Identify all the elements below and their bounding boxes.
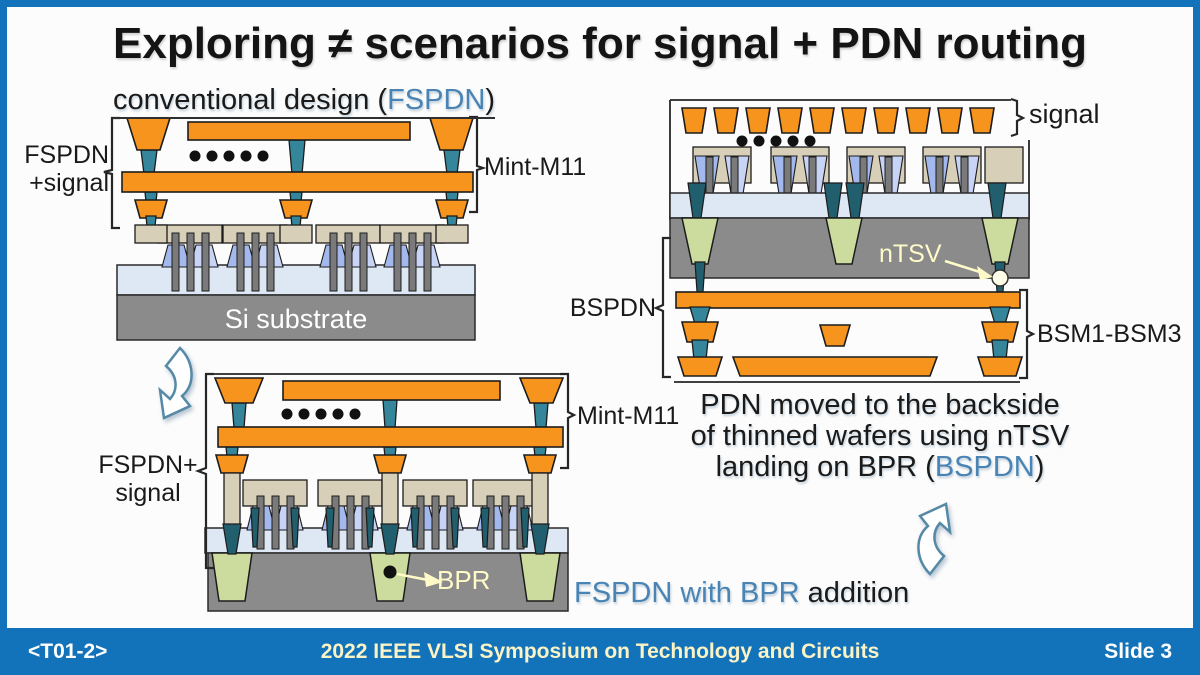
bpr [519, 552, 561, 602]
top-metal-pad [428, 117, 475, 151]
bracket-mint-m11 [469, 115, 487, 214]
diagram-conventional-fspdn [103, 115, 487, 341]
label-fspdn-signal-2: FSPDN+signal [97, 451, 199, 507]
via-stack-to-bpr [372, 446, 408, 555]
bracket-fspdn-signal [194, 372, 214, 570]
curved-arrow-up-icon [917, 502, 952, 576]
caption-line: PDN moved to the backside [700, 389, 1060, 421]
label-mint-m11: Mint-M11 [484, 153, 587, 181]
top-metal-pad [518, 377, 565, 404]
bpr-arrow [396, 572, 429, 582]
page-title: Exploring ≠ scenarios for signal + PDN r… [113, 19, 1087, 68]
curved-arrow-down-icon [158, 346, 193, 420]
si-substrate [116, 294, 476, 341]
via-stack-to-bpr [214, 446, 250, 555]
bracket-mint-m11 [560, 372, 577, 470]
ntsv-arrowhead [977, 266, 993, 280]
footer: <T01-2> 2022 IEEE VLSI Symposium on Tech… [7, 628, 1193, 668]
caption-suffix: ) [1034, 451, 1045, 483]
caption-bspdn-highlight: BSPDN [934, 451, 1035, 483]
transistor-group [472, 479, 538, 550]
bpr [211, 552, 253, 602]
label-mint-m11-2: Mint-M11 [577, 402, 680, 430]
footer-slide-number: Slide 3 [1104, 640, 1172, 663]
label-bspdn: BSPDN [569, 294, 656, 322]
diagram-bspdn [653, 97, 1036, 383]
label-line: FSPDN [24, 141, 109, 169]
caption-line: of thinned wafers using nTSV [690, 420, 1070, 452]
bracket-fspdn-signal [103, 116, 120, 230]
mint-m11-bar [217, 426, 564, 448]
via-stack [133, 191, 169, 244]
caption-line: landing on BPR (BSPDN) [716, 451, 1045, 483]
via-stack [434, 191, 470, 244]
label-line: signal [115, 479, 181, 507]
via-stack [278, 191, 314, 244]
via [533, 402, 549, 429]
mint-m11-bar [121, 171, 474, 193]
transistor-group [157, 224, 223, 292]
ntsv-tip [694, 261, 706, 293]
header-prefix: conventional design ( [113, 84, 388, 116]
transistor-group [402, 479, 468, 550]
header-suffix: ) [485, 84, 496, 116]
label-ntsv: nTSV [879, 240, 942, 268]
label-bsm1-bsm3: BSM1-BSM3 [1037, 320, 1182, 348]
transistor-group [222, 224, 288, 292]
bpr-arrowhead [424, 572, 443, 587]
transistor-group [317, 479, 383, 550]
top-metal-bar [282, 380, 501, 401]
via [140, 149, 158, 175]
transistor-group [922, 146, 982, 215]
metal-stack-dots [736, 135, 816, 147]
transistor-group [379, 224, 445, 292]
metal-stack-dots [281, 408, 361, 420]
via [443, 149, 461, 175]
bsm1-bar [675, 291, 1021, 309]
label-fspdn-signal: FSPDN+signal [19, 141, 109, 197]
contact-partial [984, 146, 1024, 184]
caption-fspdn-bpr: FSPDN with BPR addition [574, 577, 909, 609]
ntsv-arrow [944, 259, 984, 275]
metal-stack-dots [189, 150, 269, 162]
top-metal-bar [187, 121, 411, 141]
diagram-fspdn-bpr [194, 372, 577, 612]
bsm-via-stack [976, 306, 1024, 377]
bracket-bsm [1019, 288, 1036, 380]
transistor-group [770, 146, 830, 215]
caption-prefix: landing on BPR ( [715, 451, 935, 483]
ntsv [825, 217, 863, 265]
label-line: FSPDN+ [98, 451, 198, 479]
bpr-dot [383, 565, 397, 579]
bsm3-bar [731, 356, 939, 377]
top-metal-pad [213, 377, 265, 404]
transistor-group [242, 479, 308, 550]
ntsv [681, 217, 719, 265]
header-fspdn: FSPDN [387, 84, 486, 116]
via [231, 402, 247, 429]
header-conventional-design: conventional design (FSPDN) [113, 84, 496, 120]
bracket-bspdn [653, 236, 671, 379]
bsm2-pad [818, 324, 852, 347]
footer-conference: 2022 IEEE VLSI Symposium on Technology a… [320, 640, 880, 663]
label-si-substrate: Si substrate [224, 304, 368, 334]
label-bpr: BPR [437, 565, 491, 595]
footer-session-id: <T01-2> [28, 640, 108, 663]
top-metal-pad [125, 117, 172, 151]
label-signal: signal [1029, 99, 1100, 129]
bracket-signal [1010, 97, 1026, 138]
signal-pads [681, 107, 995, 134]
via [382, 399, 398, 429]
caption-bpr-suffix: addition [799, 577, 910, 609]
ntsv-landing [991, 269, 1009, 287]
bsm-via-stack [676, 306, 724, 377]
transistor-group [315, 224, 381, 292]
label-line: +signal [29, 169, 109, 197]
ntsv [981, 217, 1019, 265]
caption-bpr-highlight: FSPDN with BPR [574, 577, 800, 609]
sti-layer [116, 264, 476, 296]
via [288, 139, 306, 175]
